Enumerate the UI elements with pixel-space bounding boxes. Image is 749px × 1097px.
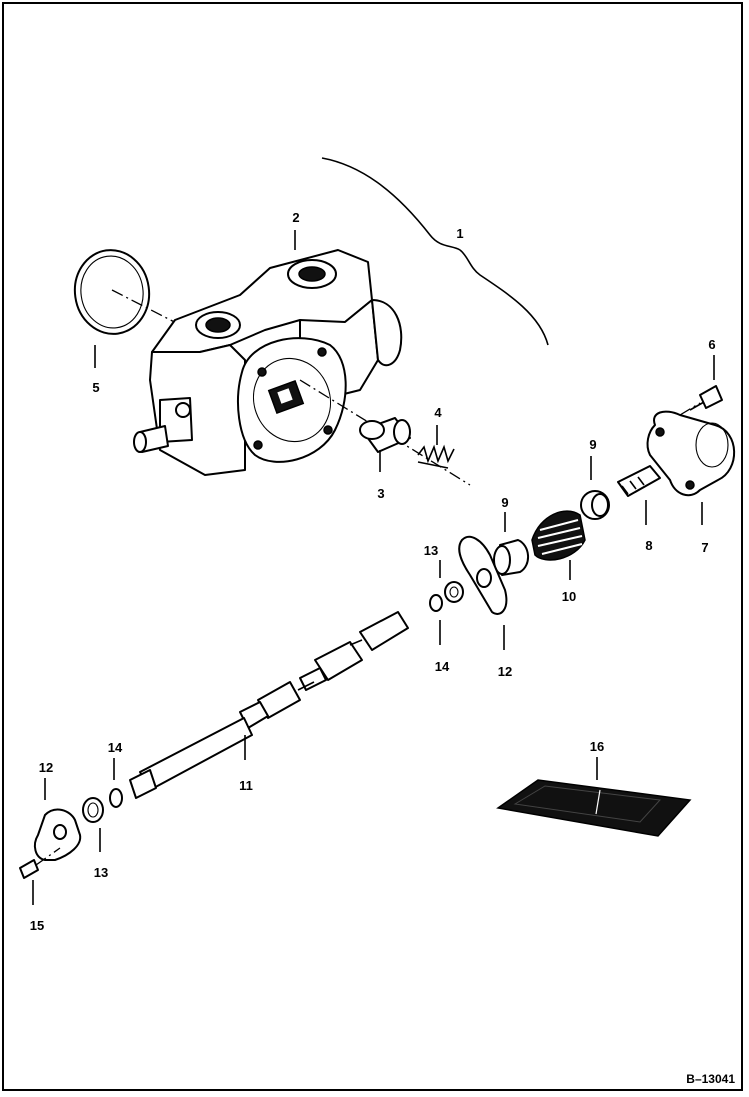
washer-lower-part — [82, 797, 104, 823]
lower-screw-centerline — [35, 847, 61, 866]
callout-2: 2 — [292, 210, 299, 225]
cap-screw-part — [689, 385, 723, 411]
callout-3: 3 — [377, 486, 384, 501]
spring-seat-lower-part — [493, 539, 529, 576]
callout-15: 15 — [30, 918, 44, 933]
end-cap-part — [646, 410, 736, 497]
seal-upper-part — [429, 594, 443, 612]
check-spring-part — [417, 444, 455, 469]
callout-16: 16 — [590, 739, 604, 754]
screw-centerline — [679, 402, 701, 416]
callout-7: 7 — [701, 540, 708, 555]
plate-upper-part — [458, 535, 508, 615]
callout-10: 10 — [562, 589, 576, 604]
callout-13-upper: 13 — [424, 543, 438, 558]
decal-part — [496, 779, 692, 837]
callout-12-upper: 12 — [498, 664, 512, 679]
callout-1: 1 — [456, 226, 463, 241]
poppet-part — [359, 417, 411, 453]
spring-seat-upper-part — [580, 490, 610, 520]
callout-14-upper: 14 — [435, 659, 450, 674]
plate-lower-part — [33, 808, 82, 861]
o-ring-part — [73, 249, 151, 335]
callout-5: 5 — [92, 380, 99, 395]
washer-upper-part — [444, 581, 464, 603]
callout-4: 4 — [434, 405, 442, 420]
callout-9-lower: 9 — [501, 495, 508, 510]
leader-lines — [32, 230, 715, 905]
centering-spring-part — [531, 510, 586, 561]
valve-body-part — [133, 249, 403, 476]
callout-12-lower: 12 — [39, 760, 53, 775]
callout-11: 11 — [239, 778, 253, 793]
figure-reference: B–13041 — [686, 1072, 735, 1086]
callout-13-lower: 13 — [94, 865, 108, 880]
callout-8: 8 — [645, 538, 652, 553]
assembly-bracket — [321, 157, 549, 346]
seal-lower-part — [109, 788, 123, 808]
screw-lower-part — [19, 859, 39, 879]
spool-part — [129, 611, 409, 799]
callout-9-upper: 9 — [589, 437, 596, 452]
callout-14-lower: 14 — [108, 740, 123, 755]
plug-part — [617, 465, 661, 497]
callout-6: 6 — [708, 337, 715, 352]
